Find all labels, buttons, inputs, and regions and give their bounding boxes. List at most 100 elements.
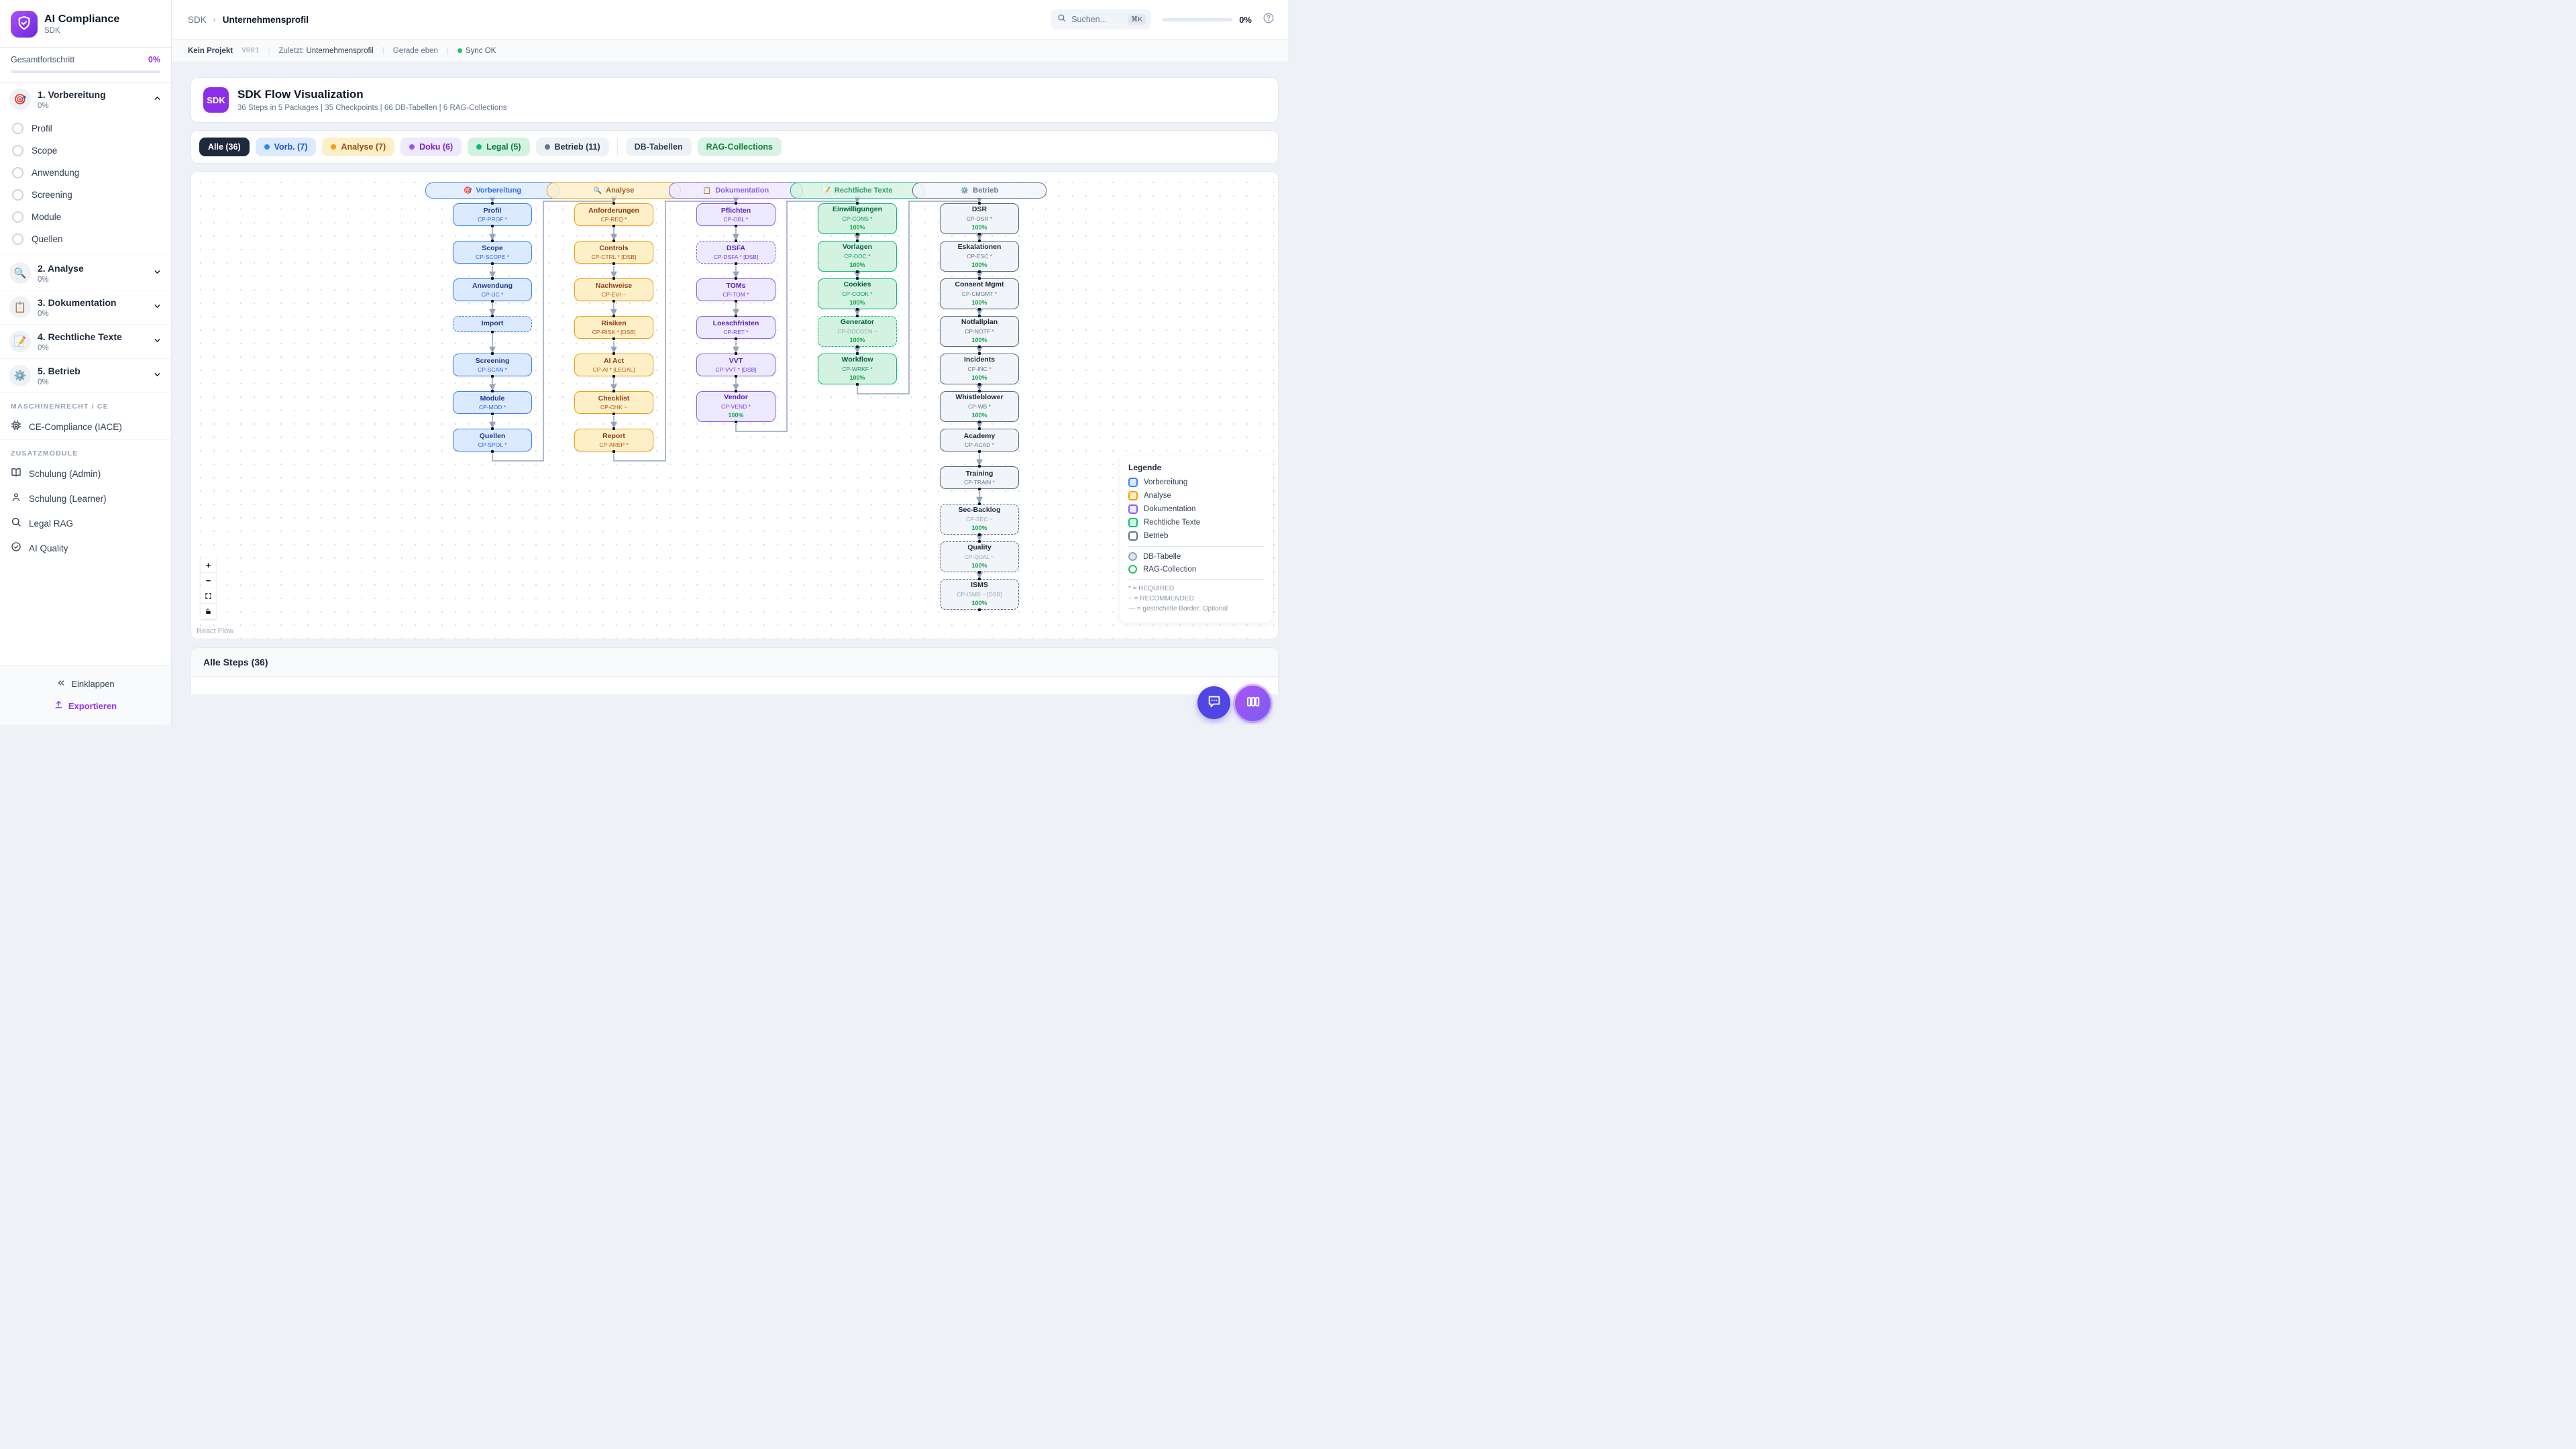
collapse-sidebar-button[interactable]: Einklappen <box>0 673 171 695</box>
sidebar-item-anwendung[interactable]: Anwendung <box>0 162 171 184</box>
sidebar-item-screening[interactable]: Screening <box>0 184 171 206</box>
group-header-green[interactable]: 📝Rechtliche Texte <box>790 182 924 199</box>
group-header-slate[interactable]: ⚙️Betrieb <box>912 182 1046 199</box>
sidebar-item-ai-quality[interactable]: AI Quality <box>0 536 171 561</box>
export-button[interactable]: Exportieren <box>0 695 171 716</box>
group-header-blue[interactable]: 🎯Vorbereitung <box>425 182 559 199</box>
fit-view-button[interactable] <box>201 588 216 604</box>
zoom-in-button[interactable]: + <box>201 557 216 573</box>
overall-progress: Gesamtfortschritt 0% <box>0 47 171 83</box>
group-emoji-icon: 🎯 <box>463 186 472 195</box>
sidebar-item-profil[interactable]: Profil <box>0 117 171 140</box>
filter-chip-5[interactable]: Betrieb (11) <box>535 138 609 156</box>
search-shortcut: ⌘K <box>1127 14 1146 25</box>
columns-fab-button[interactable] <box>1235 686 1271 721</box>
page-title: SDK Flow Visualization <box>237 88 364 101</box>
filter-chip-0[interactable]: Alle (36) <box>199 138 250 156</box>
zoom-out-button[interactable]: − <box>201 573 216 588</box>
sidebar-item-legal-rag[interactable]: Legal RAG <box>0 511 171 536</box>
lock-button[interactable] <box>201 604 216 619</box>
app-root: AI Compliance SDK Gesamtfortschritt 0% 🎯… <box>0 0 1288 724</box>
filter-chip-4[interactable]: Legal (5) <box>468 138 530 156</box>
filter-chip-6[interactable]: DB-Tabellen <box>625 138 692 156</box>
breadcrumb-root[interactable]: SDK <box>188 14 207 25</box>
group-header-purple[interactable]: 📋Dokumentation <box>669 182 803 199</box>
steps-panel: Alle Steps (36) <box>191 647 1279 694</box>
app-subtitle: SDK <box>44 27 60 35</box>
group-emoji-icon: ⚙️ <box>960 186 969 195</box>
reactflow-attribution[interactable]: React Flow <box>197 627 234 635</box>
sidebar-item-quellen[interactable]: Quellen <box>0 228 171 250</box>
sidebar-item-scope[interactable]: Scope <box>0 140 171 162</box>
legend-note: ~ = RECOMMENDED <box>1128 595 1194 602</box>
chat-bubble-icon <box>1207 694 1222 712</box>
legend-entry: Vorbereitung <box>1128 478 1264 487</box>
filter-chip-3[interactable]: Doku (6) <box>400 138 462 156</box>
sidebar-item-ce-compliance-iace-[interactable]: CE-Compliance (IACE) <box>0 415 171 439</box>
app-logo <box>11 11 38 38</box>
chip-dot-icon <box>331 144 337 150</box>
sidebar-item-module[interactable]: Module <box>0 206 171 228</box>
filter-chip-1[interactable]: Vorb. (7) <box>255 138 317 156</box>
search-input[interactable]: Suchen... ⌘K <box>1051 9 1152 30</box>
chat-fab-button[interactable] <box>1197 686 1230 719</box>
help-icon[interactable] <box>1263 12 1275 28</box>
topbar-progress-track <box>1162 17 1233 21</box>
chip-dot-icon <box>544 144 550 150</box>
section-label: ZUSATZMODULE <box>0 439 171 462</box>
chevron-down-icon <box>153 336 162 347</box>
columns-icon <box>1245 694 1261 713</box>
filter-chip-2[interactable]: Analyse (7) <box>322 138 395 156</box>
topbar-progress: 0% <box>1162 15 1252 25</box>
sidebar-footer: Einklappen Exportieren <box>0 665 171 724</box>
filter-chip-7[interactable]: RAG-Collections <box>697 138 782 156</box>
flow-node-import[interactable]: Import <box>453 315 532 333</box>
group-header-amber[interactable]: 🔍Analyse <box>547 182 681 199</box>
sidebar-item-schulung-learner-[interactable]: Schulung (Learner) <box>0 486 171 511</box>
sidebar-item-schulung-admin-[interactable]: Schulung (Admin) <box>0 462 171 486</box>
